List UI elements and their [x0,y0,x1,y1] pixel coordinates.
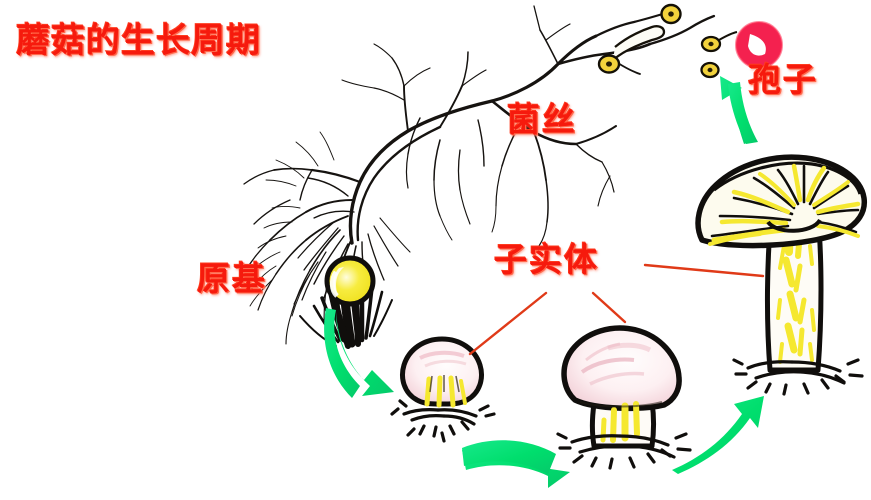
label-primordium: 原基 [197,259,267,298]
label-mycelium: 菌丝 [507,100,577,139]
magnified-spore-symbol [735,21,783,69]
mature-mushroom-illustration [695,154,868,396]
young-mushroom-illustration [556,325,692,470]
label-spore: 孢子 [748,60,818,99]
leader-to-button [468,291,548,356]
cycle-arrows [324,76,764,488]
button-mushroom-illustration [390,336,496,443]
mycelium-illustration [243,5,716,345]
arrow-young-to-mature [672,396,764,474]
arrow-mature-to-spores [720,76,758,144]
arrow-button-to-young [462,440,570,488]
spore-cluster-illustration [597,3,783,79]
arrow-primordium-to-button [324,308,394,398]
primordium-illustration [324,255,376,307]
fruiting-body-leader-lines [468,263,765,356]
leader-to-young [591,291,627,324]
leader-to-mature [643,263,765,278]
page-title: 蘑菇的生长周期 [16,21,261,61]
label-fruiting-body: 子实体 [494,240,599,279]
